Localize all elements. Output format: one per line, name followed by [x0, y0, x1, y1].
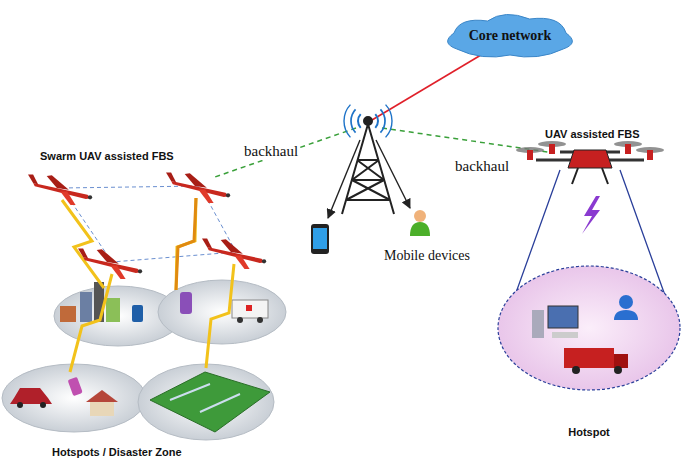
downlink-arrow	[376, 140, 410, 208]
ground-zone	[138, 364, 274, 440]
swarm-link	[62, 186, 236, 262]
link-label: backhaul	[244, 143, 298, 160]
quadcopter-uav	[516, 141, 664, 184]
device-label: Mobile devices	[384, 248, 470, 264]
house-icon	[86, 390, 118, 416]
group-title: Hotspots / Disaster Zone	[52, 446, 182, 458]
wireless-link	[70, 274, 112, 372]
fixed-wing-uav	[166, 172, 230, 203]
phone-icon	[180, 292, 192, 314]
smartphone-icon	[311, 224, 329, 254]
backhaul-link	[212, 128, 356, 178]
phone-icon	[68, 377, 83, 396]
group-title: UAV assisted FBS	[545, 128, 640, 140]
hotspot-zone: Hotspot	[496, 262, 682, 440]
downlink-arrow	[328, 140, 360, 218]
ambulance-icon	[232, 300, 268, 323]
buildings-icon	[60, 282, 120, 322]
fixed-wing-uav	[28, 174, 92, 205]
wireless-link	[206, 264, 234, 368]
disaster-map	[150, 372, 270, 432]
fixed-wing-uav	[202, 238, 266, 269]
zone-label: Hotspot	[568, 426, 610, 438]
link-label: backhaul	[455, 158, 509, 175]
wireless-link	[176, 198, 196, 290]
wireless-link	[582, 196, 600, 234]
cloud-node: Core network	[440, 12, 580, 62]
backhaul-link	[382, 128, 548, 152]
phone-icon	[132, 305, 143, 322]
fixed-wing-uav	[78, 248, 142, 279]
cloud-label: Core network	[469, 28, 552, 44]
wireless-link	[62, 200, 104, 288]
hotspot-ellipse	[496, 262, 682, 440]
ground-zone	[2, 364, 146, 432]
user-icon	[410, 210, 430, 236]
wireless-link	[176, 198, 196, 290]
map-roads	[170, 384, 240, 412]
group-title: Swarm UAV assisted FBS	[40, 150, 174, 162]
car-icon	[10, 388, 52, 408]
